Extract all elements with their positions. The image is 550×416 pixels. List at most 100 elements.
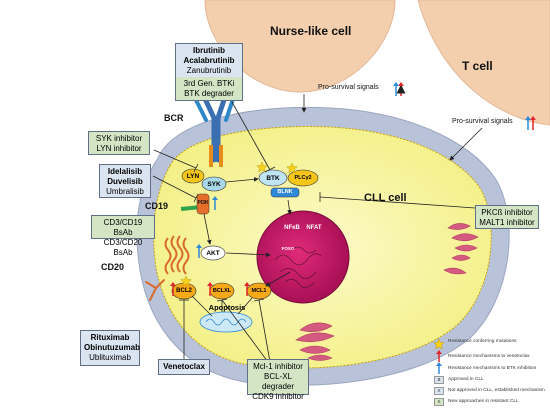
legend-key-established: X — [434, 387, 444, 395]
blnk-label: BLNK — [277, 189, 293, 195]
inhibit-syk-lyn-bar — [193, 163, 199, 173]
plcg2-label: PLCγ2 — [294, 175, 312, 181]
legend-text-approved: Approved in CLL — [448, 377, 484, 382]
bcl2-apoptosis-block — [191, 295, 213, 317]
nurse-like-cell-body — [204, 0, 396, 93]
star-icon-btk — [256, 161, 268, 173]
inhibit-pi3k-bar — [193, 193, 199, 203]
apoptosis-therapy-box: Mcl-1 inhibitor BCL-XL degrader CDK9 inh… — [247, 359, 309, 401]
malt1-inhibitor-label: MALT1 inhibitor — [479, 218, 535, 227]
syk-label: SYK — [207, 181, 221, 188]
cll-cell-label: CLL cell — [364, 192, 407, 204]
inhibit-mcl1 — [258, 299, 271, 363]
inhibit-pkcb — [319, 196, 476, 209]
syk-lyn-inhibitor-box: SYK inhibitor LYN inhibitor — [88, 131, 150, 155]
legend-star-icon — [433, 338, 445, 350]
bcl2-label: BCL2 — [176, 288, 192, 294]
cd19-receptor — [180, 204, 202, 212]
venetoclax-label: Venetoclax — [163, 362, 205, 371]
arrow-nucleus-mcl1 — [265, 271, 291, 287]
star-icon-bcl2 — [180, 275, 192, 287]
pkcb-malt1-box: PKCß inhibitor MALT1 inhibitor — [475, 205, 539, 229]
bsab-cd20-label: CD3/CD20 BsAb — [103, 238, 143, 257]
legend-text-new: New approaches in resistant CLL — [448, 399, 519, 404]
nfat-label: NFAT — [306, 225, 322, 231]
inhibit-bclxl — [221, 299, 269, 363]
akt-label: AKT — [206, 250, 220, 257]
inhibit-pi3k — [152, 175, 197, 199]
apoptosis-label: Apoptosis — [208, 303, 246, 312]
lyn-label: LYN — [186, 173, 200, 180]
anti-cd20-approved-2: Obinutuzumab — [84, 343, 140, 352]
venetoclax-box: Venetoclax — [158, 359, 210, 375]
resistance-mutation-stars — [180, 161, 298, 287]
pi3k-inhibitor-approved-1: Idelalisib — [107, 167, 143, 176]
bsab-cd19-label: CD3/CD19 BsAb — [103, 218, 143, 237]
lyn-node — [181, 168, 205, 184]
cdk9-inhibitor-label: CDK9 inhibitor — [252, 392, 304, 401]
cd19-label: CD19 — [145, 201, 169, 211]
arrow-btk-nucleus — [287, 199, 292, 215]
btk-inhibitor-established: Zanubrutinib — [186, 66, 232, 75]
anti-cd20-antibody-icon — [145, 279, 165, 301]
btk-inhibitor-approved-1: Ibrutinib — [193, 46, 225, 55]
arrow-syk-btk — [225, 176, 259, 183]
nucleus — [256, 210, 350, 304]
akt-node — [200, 245, 226, 261]
anti-cd20-box: Rituximab Obinutuzumab Ublituximab — [80, 330, 140, 366]
golgi-organelle — [295, 322, 335, 361]
syk-inhibitor-label: SYK inhibitor — [95, 134, 143, 143]
inhibit-btk-bar — [264, 166, 276, 173]
endoplasmic-reticulum — [443, 223, 479, 275]
pi3k-inhibitor-box: Idelalisib Duvelisib Umbralisib — [99, 164, 151, 198]
syk-node — [201, 176, 227, 192]
btk-node — [258, 169, 288, 187]
nurse-like-cell-label: Nurse-like cell — [270, 24, 352, 38]
foxo-label: FOXO — [281, 246, 295, 251]
bsab-box: CD3/CD19 BsAb CD3/CD20 BsAb — [91, 215, 155, 257]
legend-text-star: Resistance conferring mutations — [448, 339, 517, 344]
pro-survival-signal-label-2: Pro-survival signals — [452, 118, 513, 125]
legend-text-established: Not approved in CLL, established mechani… — [448, 388, 545, 393]
btk-new-approach-2: BTK degrader — [184, 89, 234, 98]
legend-key-approved: X — [434, 376, 444, 384]
legend-text-btk: Resistance mechanisms to BTK inhibition — [448, 366, 537, 371]
anti-cd20-established: Ublituximab — [89, 353, 131, 362]
plcg2-node — [287, 169, 319, 187]
legend-text-venetoclax: Resistance mechanisms to venetoclax — [448, 354, 530, 359]
bcr-label: BCR — [164, 113, 184, 123]
pi3k-inhibitor-approved-2: Duvelisib — [107, 177, 143, 186]
lyn-inhibitor-label: LYN inhibitor — [96, 144, 142, 153]
nfkb-label: NFκB — [284, 225, 300, 231]
cd20-label: CD20 — [101, 262, 125, 272]
arrow-akt-foxo — [225, 252, 271, 258]
bclxl-label: BCLXL — [212, 288, 232, 294]
mcl1-inhibitor-label: Mcl-1 inhibitor — [253, 362, 303, 371]
bclxl-degrader-label: BCL-XL degrader — [261, 372, 295, 391]
pi3k-inhibitor-established: Umbralisib — [106, 187, 144, 196]
cd20-receptor — [164, 235, 190, 275]
btk-new-approaches-box: 3rd Gen. BTKi BTK degrader — [175, 77, 243, 101]
btk-inhibitor-approved-2: Acalabrutinib — [183, 56, 235, 65]
anti-cd20-approved-1: Rituximab — [90, 333, 130, 342]
mcl1-apoptosis-block — [237, 297, 253, 315]
star-icon-plcg2 — [286, 162, 298, 174]
inhibit-btk — [231, 101, 271, 171]
t-cell-label: T cell — [462, 59, 493, 73]
pi3k-label: PI3K — [197, 200, 209, 206]
inhibit-syk-lyn — [153, 149, 197, 169]
chromatin — [274, 246, 322, 288]
pi3k-node — [196, 193, 210, 215]
t-cell-body — [417, 0, 550, 126]
btk-label: BTK — [266, 175, 280, 182]
mcl1-label: MCL1 — [251, 288, 267, 294]
mitochondrion — [199, 311, 253, 333]
pkcb-inhibitor-label: PKCß inhibitor — [481, 208, 533, 217]
btk-new-approach-1: 3rd Gen. BTKi — [183, 79, 235, 88]
arrow-pi3k-akt — [203, 213, 212, 245]
inhibit-mcl1-bar — [253, 298, 265, 302]
arrow-tcell-signal — [449, 127, 483, 161]
blnk-node — [270, 187, 300, 198]
